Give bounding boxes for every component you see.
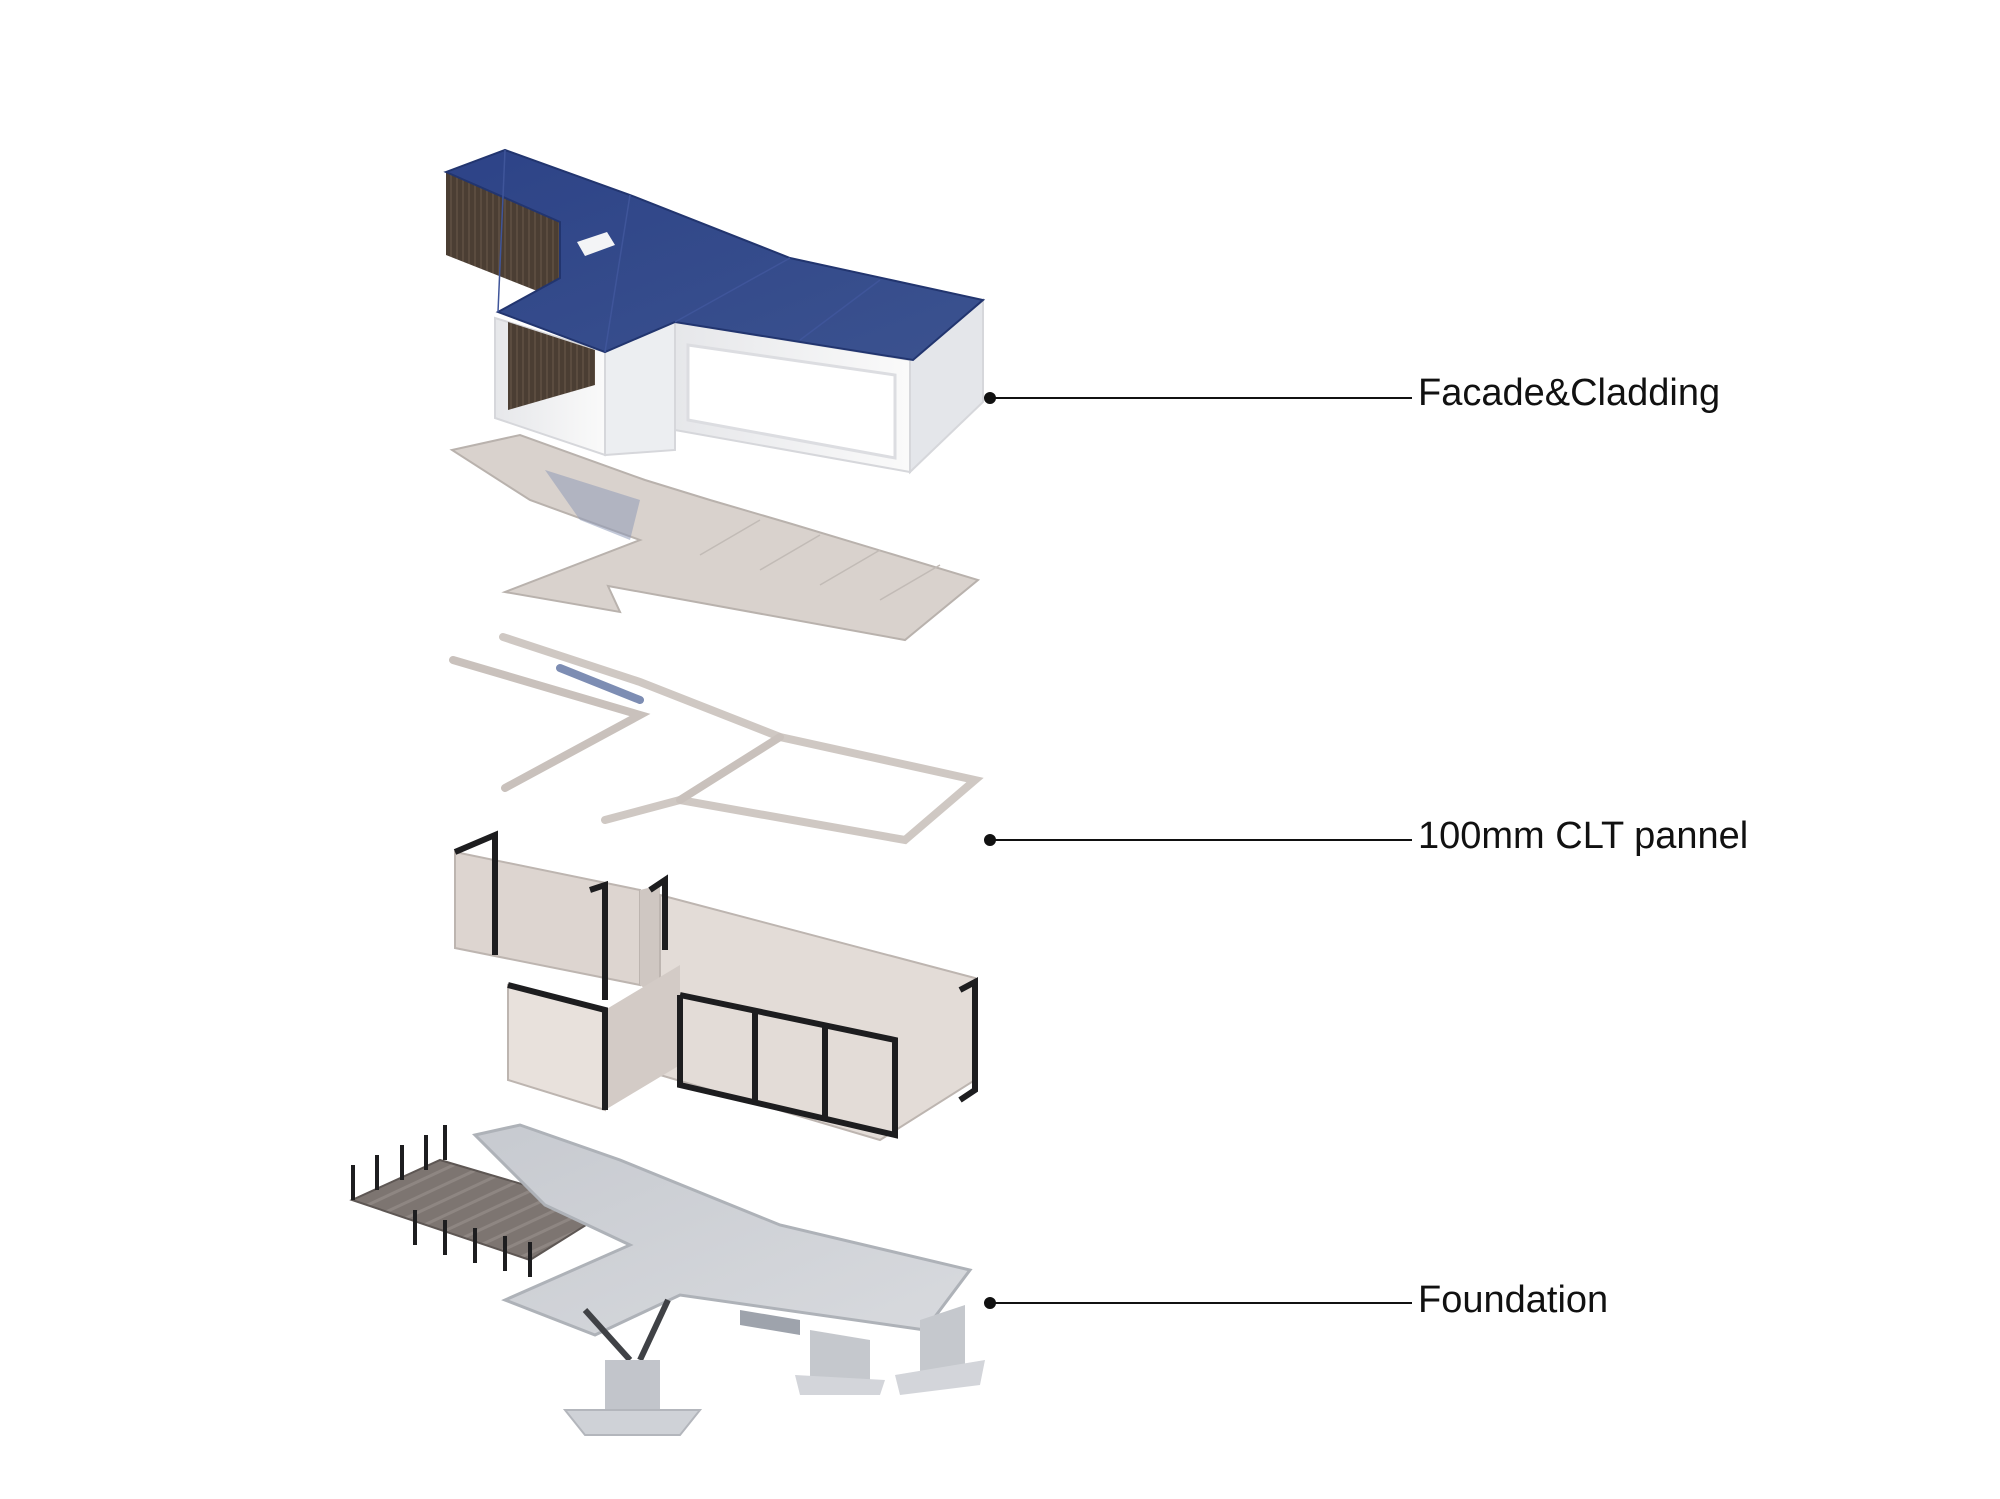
floor-shadow xyxy=(545,470,640,540)
window-frames xyxy=(453,830,978,1139)
clt-wall-front-side xyxy=(605,965,680,1110)
clt-wall-panels xyxy=(453,830,978,1142)
roof-panel-lines xyxy=(497,149,881,353)
window-opening xyxy=(686,343,897,460)
clt-wall-middle xyxy=(640,885,660,1000)
column-pier-left xyxy=(605,1360,660,1410)
clt-beam-frame xyxy=(449,633,984,845)
column-pier-right xyxy=(920,1305,965,1380)
footing-mid xyxy=(795,1375,885,1395)
concrete-slab xyxy=(472,1123,973,1337)
leader-lines xyxy=(984,392,1412,1309)
label-facade-cladding: Facade&Cladding xyxy=(1418,372,1721,414)
ground-beam xyxy=(740,1310,800,1335)
cladding-opening xyxy=(508,322,595,410)
roof-skylight xyxy=(577,232,615,256)
timber-cladding-wall xyxy=(446,172,560,300)
footing-right xyxy=(895,1360,985,1395)
deck-posts xyxy=(351,1125,532,1277)
foundation-layer xyxy=(349,1123,985,1436)
footing-left xyxy=(562,1409,703,1436)
label-clt-panel: 100mm CLT pannel xyxy=(1418,815,1749,857)
roof xyxy=(443,148,986,362)
floor-panel-joints xyxy=(699,519,941,601)
label-foundation: Foundation xyxy=(1418,1279,1609,1321)
column-pier-mid xyxy=(810,1330,870,1380)
facade-cladding-layer xyxy=(443,148,986,475)
floor-plate xyxy=(449,433,981,642)
clt-wall-left xyxy=(454,850,641,987)
clt-wall-right xyxy=(659,893,976,1142)
column-struts xyxy=(582,1298,671,1363)
